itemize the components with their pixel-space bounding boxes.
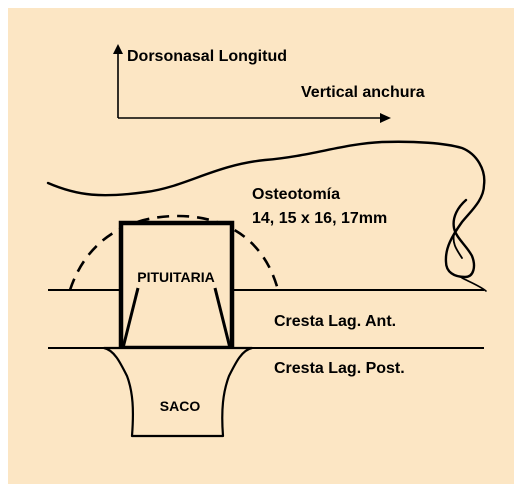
horizontal-axis-label: Vertical anchura (301, 84, 425, 101)
pituitaria-label: PITUITARIA (137, 269, 215, 285)
vertical-axis-label: Dorsonasal Longitud (127, 48, 287, 65)
posterior-crest-label: Cresta Lag. Post. (274, 360, 405, 377)
pituitaria-window: PITUITARIA (121, 223, 232, 348)
diagram-background (8, 8, 514, 484)
anterior-crest-label: Cresta Lag. Ant. (274, 313, 396, 330)
osteotomy-title: Osteotomía (252, 186, 340, 203)
pituitaria-frame (121, 223, 232, 348)
osteotomy-dimensions: 14, 15 x 16, 17mm (252, 210, 387, 227)
saco-label: SACO (160, 398, 201, 414)
